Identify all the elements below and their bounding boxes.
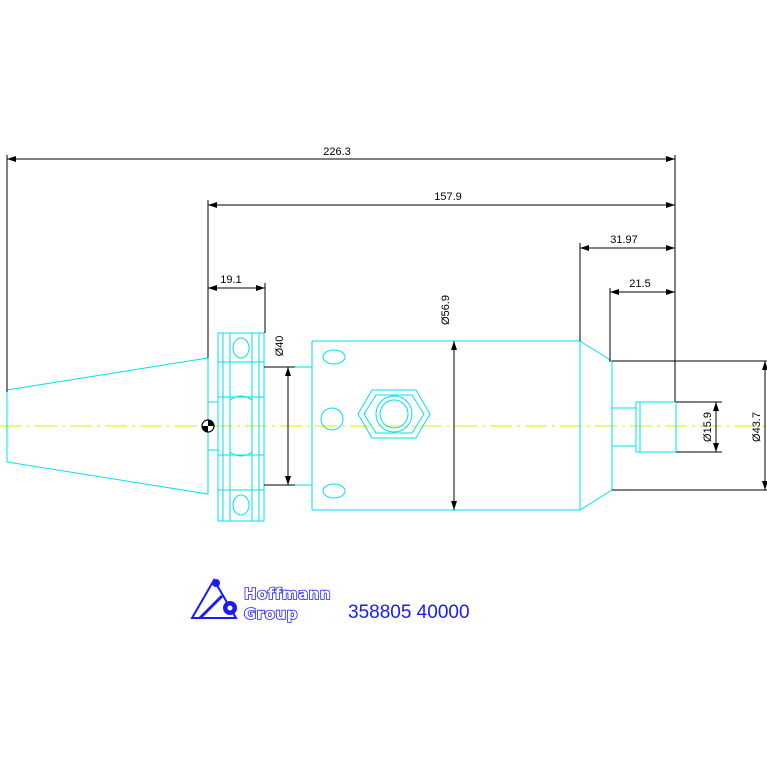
coolant-screw [357, 389, 431, 439]
dimension-arrows [7, 156, 767, 510]
dimension-lines [6, 155, 767, 510]
body-chamfer-bottom [579, 489, 613, 511]
main-body [311, 340, 581, 511]
gauge-point-symbol [201, 419, 215, 433]
logo-mark-icon [190, 578, 238, 620]
dim-overall-length: 226.3 [323, 146, 351, 158]
flange [207, 332, 265, 522]
dim-diameter-bore: Ø15.9 [702, 412, 714, 442]
dim-flange-width: 19.1 [220, 274, 241, 286]
tool-holder-outline [6, 332, 677, 522]
dim-body-end-length: 31.97 [610, 234, 638, 246]
dim-diameter-nose: Ø43.7 [751, 412, 763, 442]
dim-diameter-flange-bore: Ø40 [274, 336, 286, 357]
dim-flange-to-end: 157.9 [434, 191, 462, 203]
taper-shank [6, 357, 209, 495]
part-number: 358805 40000 [348, 602, 470, 623]
hoffmann-group-logo: Hoffmann Group [190, 578, 331, 624]
body-chamfer-top [579, 340, 613, 362]
dim-diameter-body: Ø56.9 [440, 295, 452, 325]
nose [611, 361, 677, 490]
dim-nose-length: 21.5 [629, 278, 650, 290]
logo-text-line2: Group [244, 605, 298, 623]
logo-text-line1: Hoffmann [244, 585, 331, 603]
